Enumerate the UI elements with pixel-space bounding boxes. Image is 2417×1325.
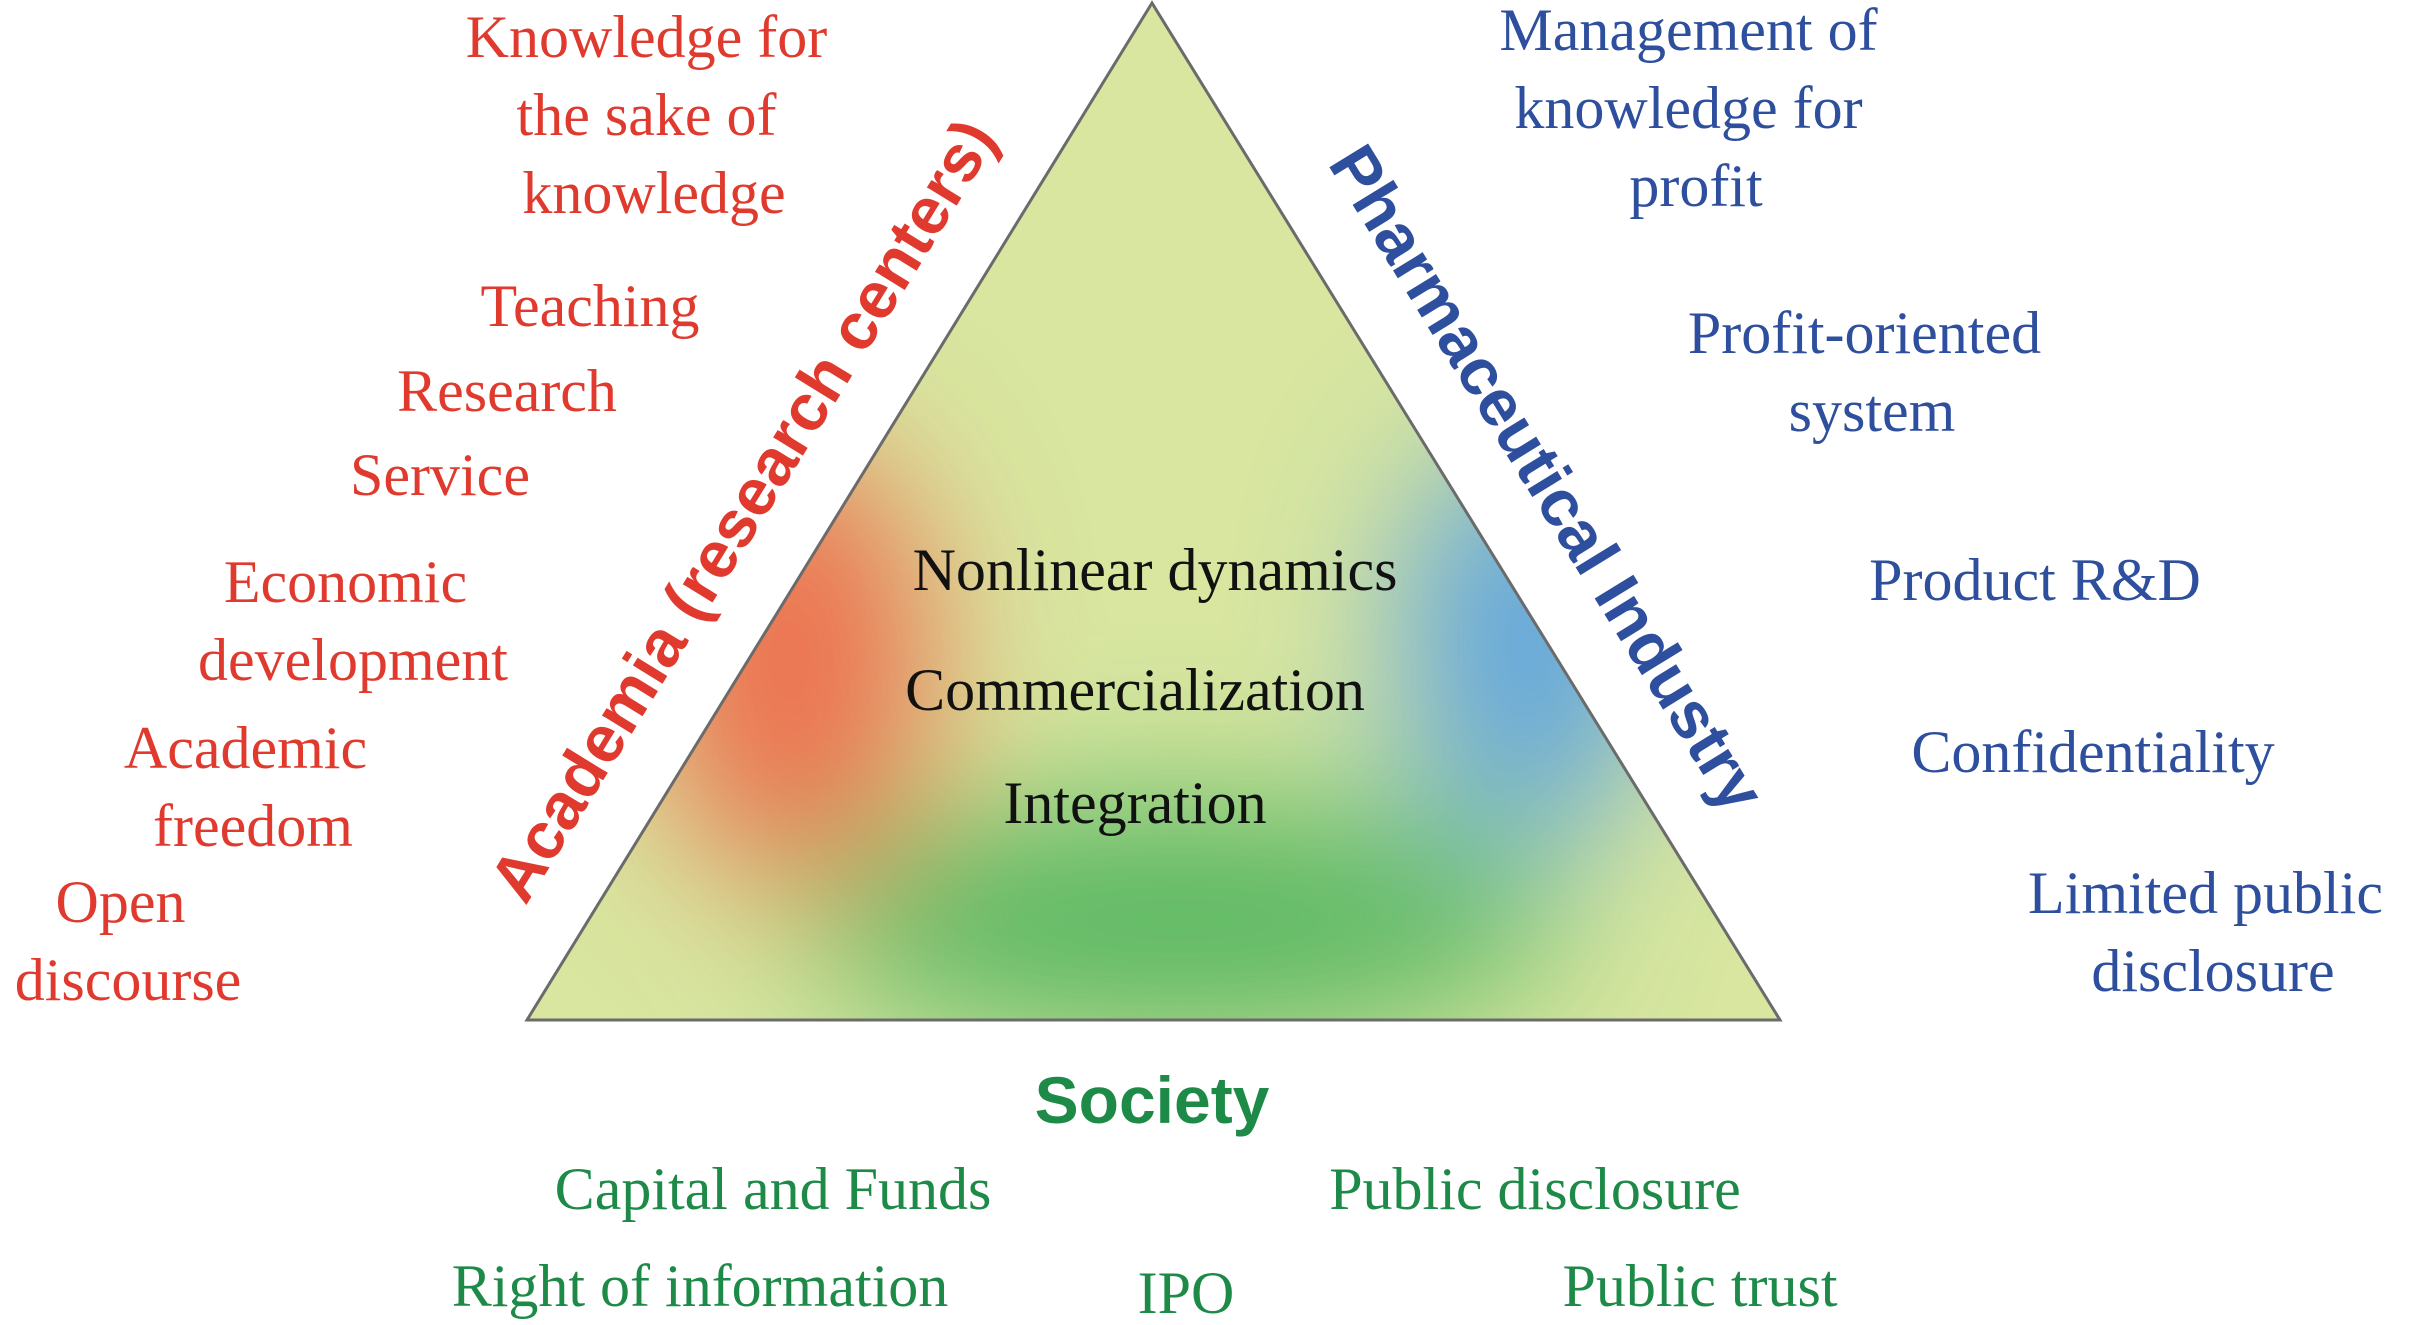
industry-item-profit-oriented: Profit-oriented system	[1688, 300, 2056, 444]
society-item-ipo: IPO	[1138, 1260, 1235, 1325]
industry-item-limited-disclosure: Limited public disclosure	[2028, 860, 2398, 1004]
center-item-integration: Integration	[1003, 770, 1266, 836]
academia-item-open-discourse: Open discourse	[15, 869, 242, 1013]
society-item-capital-funds: Capital and Funds	[555, 1156, 992, 1222]
society-item-public-trust: Public trust	[1562, 1253, 1837, 1319]
academia-item-research: Research	[397, 358, 617, 424]
triangle-outline	[524, 0, 1783, 1022]
society-item-public-disclosure: Public disclosure	[1329, 1156, 1741, 1222]
center-item-nonlinear-dynamics: Nonlinear dynamics	[913, 537, 1398, 603]
center-items: Nonlinear dynamics Commercialization Int…	[905, 537, 1397, 836]
society-side-label: Society	[1035, 1063, 1270, 1137]
industry-items: Management of knowledge for profit Profi…	[1499, 0, 2398, 1004]
industry-item-confidentiality: Confidentiality	[1911, 719, 2274, 785]
academia-item-teaching: Teaching	[480, 273, 699, 339]
society-item-right-of-information: Right of information	[452, 1253, 949, 1319]
society-color-region	[800, 800, 1560, 1020]
industry-item-product-rd: Product R&D	[1869, 547, 2201, 613]
industry-item-management: Management of knowledge for profit	[1499, 0, 1892, 219]
academia-items: Knowledge for the sake of knowledge Teac…	[15, 4, 843, 1013]
center-item-commercialization: Commercialization	[905, 657, 1365, 723]
academia-item-academic-freedom: Academic freedom	[124, 715, 382, 859]
society-items: Capital and Funds Public disclosure Righ…	[452, 1156, 1838, 1325]
academia-item-economic-development: Economic development	[198, 549, 508, 693]
academia-item-knowledge: Knowledge for the sake of knowledge	[466, 4, 843, 226]
academia-item-service: Service	[350, 442, 530, 508]
